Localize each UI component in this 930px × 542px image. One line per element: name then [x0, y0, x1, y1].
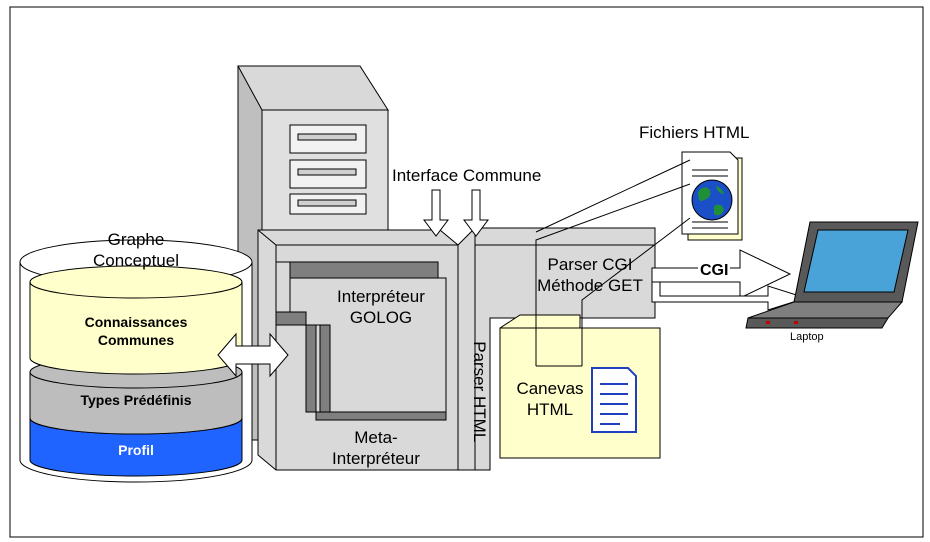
- interface-label: Interface Commune: [392, 166, 542, 185]
- parser-cgi-line1: Parser CGI: [547, 255, 633, 274]
- knowledge-label-line2: Communes: [97, 332, 175, 348]
- document-icon: [591, 367, 637, 433]
- knowledge-label-line1: Connaissances: [84, 314, 188, 330]
- database-cylinder: [19, 239, 253, 483]
- meta-label-line2: Interpréteur: [332, 449, 420, 468]
- html-file-icon: [681, 151, 743, 241]
- parser-cgi-line2: Méthode GET: [537, 276, 643, 295]
- database-title-line2: Conceptuel: [92, 251, 179, 270]
- types-layer: [29, 372, 243, 435]
- database-title-line1: Graphe: [107, 230, 165, 249]
- globe-icon: [691, 179, 733, 221]
- canvas-label-line1: Canevas: [516, 379, 584, 398]
- meta-label-line1: Meta-: [354, 428, 398, 447]
- db-double-arrow: [217, 332, 289, 378]
- laptop-label: Laptop: [790, 331, 824, 343]
- cgi-label: CGI: [698, 262, 731, 281]
- interface-arrows: [423, 189, 489, 237]
- interpreter-label-line1: Interpréteur: [337, 287, 425, 306]
- types-label: Types Prédéfinis: [80, 392, 192, 408]
- parser-html-label: Parser HTML: [469, 341, 489, 443]
- interpreter-label-line2: GOLOG: [349, 308, 413, 327]
- link-lines: [535, 159, 691, 367]
- interpreter-block: [257, 229, 459, 471]
- profil-layer: [29, 418, 243, 477]
- profil-label: Profil: [118, 442, 154, 458]
- canvas-label-line2: HTML: [526, 400, 574, 419]
- files-label: Fichiers HTML: [639, 123, 750, 142]
- laptop-icon: [745, 221, 919, 329]
